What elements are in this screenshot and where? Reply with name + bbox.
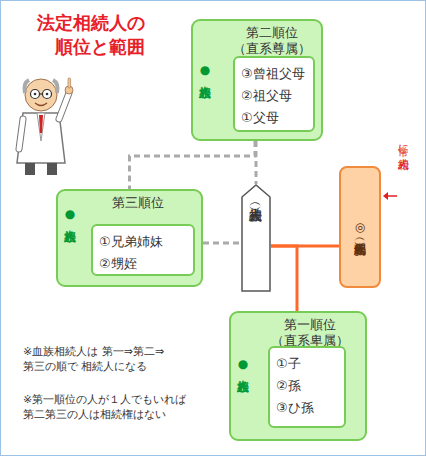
footnote: ※第一順位の人が１人でもいれば 第二第三の人は相続権はない bbox=[23, 392, 223, 422]
connector-line bbox=[130, 141, 256, 189]
decedent-outline bbox=[241, 184, 271, 292]
heir-item: ③ひ孫 bbox=[276, 397, 344, 419]
heir-list-box: ①子②孫③ひ孫 bbox=[268, 346, 346, 428]
heir-item: ②祖父母 bbox=[241, 85, 313, 107]
pointer-arrow bbox=[381, 189, 399, 203]
heir-list-box: ③曾祖父母②祖父母①父母 bbox=[233, 56, 315, 132]
heir-item: ②孫 bbox=[276, 375, 344, 397]
heir-type-label: ●血族相続人 bbox=[198, 63, 212, 77]
decedent-shape bbox=[242, 185, 270, 291]
connector-line bbox=[271, 246, 297, 311]
heir-item: ②甥姪 bbox=[99, 253, 193, 275]
heir-list-box: ①兄弟姉妹②甥姪 bbox=[91, 224, 195, 276]
footnote: ※血族相続人は 第一⇒第二⇒第三の順で 相続人になる bbox=[23, 344, 173, 374]
rank-group-box: 第三順位 ●血族相続人 ①兄弟姉妹②甥姪 bbox=[56, 189, 203, 287]
rank-heading: 第一順位 （直系卑属） bbox=[265, 317, 355, 349]
heir-type-label: ●血族相続人 bbox=[236, 357, 250, 371]
heir-item: ①子 bbox=[276, 353, 344, 375]
note-always-heir: 常に相続人 bbox=[397, 137, 410, 150]
spouse-box: ◎配偶相続人（妻） bbox=[339, 166, 381, 288]
spouse-label: ◎配偶相続人（妻） bbox=[353, 220, 367, 234]
diagram-title: 法定相続人の 順位と範囲 bbox=[23, 11, 145, 59]
rank-group-box: 第二順位 （直系尊属） ●血族相続人 ③曾祖父母②祖父母①父母 bbox=[191, 19, 323, 141]
professor-illustration bbox=[1, 63, 81, 178]
connector-line bbox=[203, 242, 241, 245]
rank-heading: 第三順位 bbox=[88, 195, 188, 211]
rank-group-box: 第一順位 （直系卑属） ●血族相続人 ①子②孫③ひ孫 bbox=[229, 311, 367, 441]
rank-heading: 第二順位 （直系尊属） bbox=[227, 25, 317, 57]
heir-item: ①兄弟姉妹 bbox=[99, 231, 193, 253]
heir-type-label: ●血族相続人 bbox=[63, 207, 77, 221]
decedent-tag: 被相続人（夫） bbox=[241, 184, 271, 292]
heir-item: ①父母 bbox=[241, 107, 313, 129]
connector-line bbox=[255, 141, 258, 184]
heir-item: ③曾祖父母 bbox=[241, 63, 313, 85]
